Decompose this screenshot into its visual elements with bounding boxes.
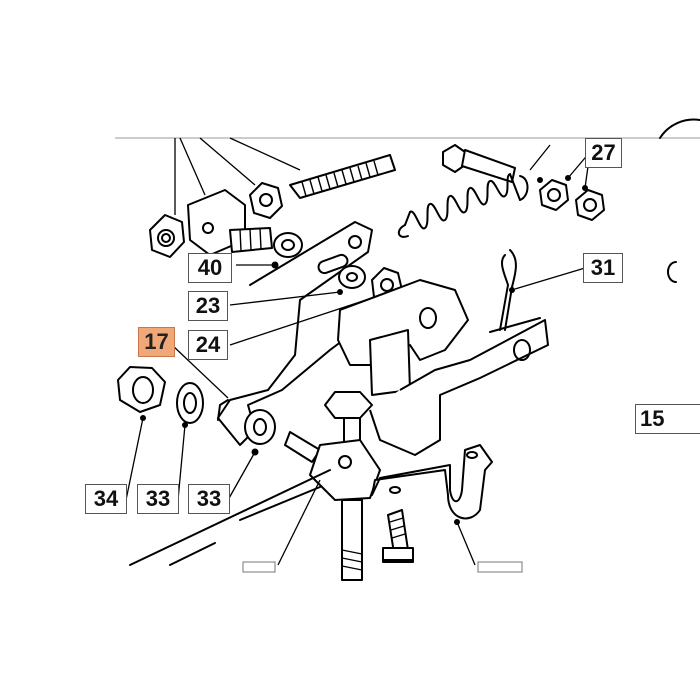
callout-34[interactable]: 34: [85, 484, 127, 514]
nut-top-center: [249, 182, 283, 219]
callout-17-selected[interactable]: 17: [138, 327, 175, 357]
callout-33-right[interactable]: 33: [188, 484, 230, 514]
top-leader-lines: [174, 137, 301, 215]
callout-15-partial[interactable]: 15: [635, 404, 700, 434]
center-bolt: [284, 391, 381, 581]
edge-part-topright: [659, 118, 700, 139]
washer-23: [337, 265, 366, 295]
bracket-17: [217, 221, 373, 446]
screw-bottom: [382, 509, 414, 563]
washer-40: [271, 232, 303, 269]
nut-34: [117, 366, 166, 421]
u-bracket: [371, 444, 493, 525]
lever-assembly: [337, 279, 549, 456]
partial-callout-box-1: [242, 561, 276, 573]
callout-leaders: [125, 264, 476, 566]
block-with-bolt: [187, 189, 273, 256]
callout-24[interactable]: 24: [188, 330, 228, 360]
threaded-rod: [289, 154, 396, 199]
tension-spring: [397, 173, 529, 238]
callout-33-left[interactable]: 33: [137, 484, 179, 514]
leader-31: [514, 267, 586, 290]
callout-27[interactable]: 27: [585, 138, 622, 168]
washer-33-left: [176, 382, 204, 428]
partial-callout-box-2: [477, 561, 523, 573]
edge-part-right: [667, 261, 677, 283]
callout-31[interactable]: 31: [583, 253, 623, 283]
washer-33-right: [244, 409, 276, 456]
callout-40[interactable]: 40: [188, 253, 232, 283]
frame-lines: [129, 469, 414, 566]
callout-23[interactable]: 23: [188, 291, 228, 321]
nuts-27: [537, 175, 605, 221]
cotter-pin-31: [499, 249, 517, 331]
bolt-top-right: [442, 144, 516, 183]
nut-left-top: [149, 214, 185, 258]
